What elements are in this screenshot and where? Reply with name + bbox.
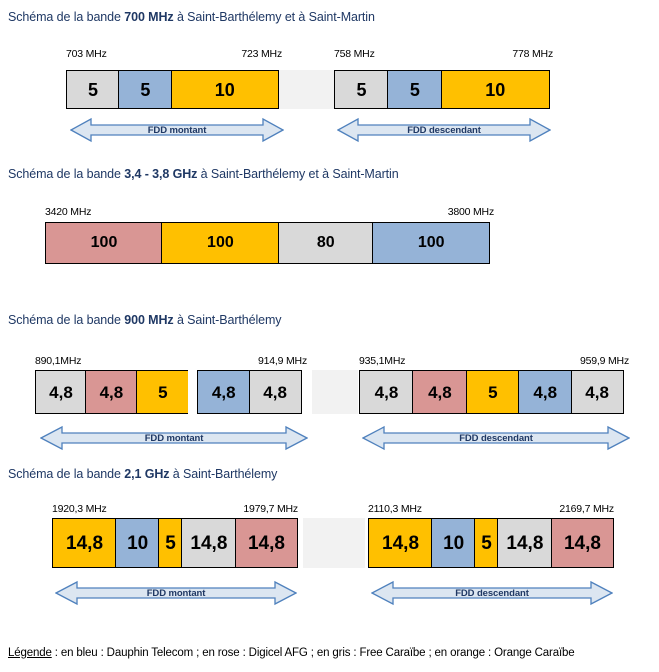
spectrum-block[interactable]: 14,8 bbox=[52, 518, 118, 568]
spectrum-block[interactable]: 80 bbox=[277, 222, 374, 264]
title-prefix: Schéma de la bande bbox=[8, 167, 125, 181]
spectrum-bar-2100-downlink: 14,8 10 5 14,8 14,8 bbox=[368, 518, 614, 568]
legend-text: : en bleu : Dauphin Telecom ; en rose : … bbox=[51, 647, 575, 659]
spectrum-bar-700-downlink: 5 5 10 bbox=[334, 70, 553, 109]
spectrum-block[interactable]: 14,8 bbox=[234, 518, 298, 568]
fdd-arrow-900-uplink: FDD montant bbox=[40, 425, 308, 451]
title-band: 700 MHz bbox=[124, 10, 174, 24]
spectrum-bar-2100-uplink: 14,8 10 5 14,8 14,8 bbox=[52, 518, 298, 568]
end-label-700-uplink: 723 MHz bbox=[241, 48, 282, 60]
spectrum-block[interactable]: 10 bbox=[115, 518, 160, 568]
spectrum-block[interactable]: 14,8 bbox=[497, 518, 553, 568]
start-label-900-downlink: 935,1MHz bbox=[359, 355, 406, 367]
spectrum-block[interactable]: 10 bbox=[170, 70, 279, 109]
start-label-2100-downlink: 2110,3 MHz bbox=[368, 503, 422, 515]
spectrum-block[interactable]: 14,8 bbox=[181, 518, 237, 568]
end-label-2100-downlink: 2169,7 MHz bbox=[559, 503, 614, 515]
spectrum-block[interactable]: 100 bbox=[161, 222, 280, 264]
spectrum-block[interactable]: 5 bbox=[158, 518, 183, 568]
spectrum-block[interactable]: 5 bbox=[135, 370, 190, 414]
spectrum-block[interactable]: 4,8 bbox=[197, 370, 251, 414]
spectrum-bar-3400-3800: 100 100 80 100 bbox=[45, 222, 495, 264]
spectrum-block[interactable]: 4,8 bbox=[570, 370, 624, 414]
start-label-2100-uplink: 1920,3 MHz bbox=[52, 503, 107, 515]
spectrum-block[interactable]: 100 bbox=[372, 222, 491, 264]
fdd-arrow-900-downlink: FDD descendant bbox=[362, 425, 630, 451]
legend: Légende : en bleu : Dauphin Telecom ; en… bbox=[8, 647, 575, 659]
fdd-arrow-700-uplink: FDD montant bbox=[70, 117, 284, 143]
title-band: 900 MHz bbox=[124, 313, 174, 327]
title-prefix: Schéma de la bande bbox=[8, 313, 125, 327]
start-label-3400: 3420 MHz bbox=[45, 206, 92, 218]
fdd-arrow-2100-uplink: FDD montant bbox=[55, 580, 297, 606]
spectrum-block[interactable]: 14,8 bbox=[368, 518, 434, 568]
start-label-700-uplink: 703 MHz bbox=[66, 48, 107, 60]
section-title-700: Schéma de la bande 700 MHz à Saint-Barth… bbox=[8, 10, 375, 24]
end-label-900-uplink: 914,9 MHz bbox=[258, 355, 307, 367]
spectrum-block[interactable]: 4,8 bbox=[248, 370, 302, 414]
title-suffix: à Saint-Barthélemy et à Saint-Martin bbox=[173, 10, 375, 24]
duplex-gap-900 bbox=[312, 370, 358, 414]
spectrum-block[interactable]: 5 bbox=[118, 70, 173, 109]
spectrum-block[interactable]: 4,8 bbox=[35, 370, 87, 414]
spectrum-block[interactable]: 5 bbox=[334, 70, 389, 109]
title-suffix: à Saint-Barthélemy et à Saint-Martin bbox=[197, 167, 399, 181]
spectrum-block[interactable]: 4,8 bbox=[518, 370, 573, 414]
duplex-gap-2100 bbox=[303, 518, 365, 568]
start-label-900-uplink: 890,1MHz bbox=[35, 355, 82, 367]
spectrum-block[interactable]: 4,8 bbox=[85, 370, 138, 414]
section-title-3400-3800: Schéma de la bande 3,4 - 3,8 GHz à Saint… bbox=[8, 167, 399, 181]
end-label-700-downlink: 778 MHz bbox=[512, 48, 553, 60]
title-band: 3,4 - 3,8 GHz bbox=[124, 167, 198, 181]
spectrum-block[interactable]: 5 bbox=[465, 370, 520, 414]
fdd-arrow-700-downlink: FDD descendant bbox=[337, 117, 551, 143]
end-label-2100-uplink: 1979,7 MHz bbox=[243, 503, 298, 515]
spectrum-block[interactable]: 5 bbox=[387, 70, 443, 109]
spectrum-block[interactable]: 4,8 bbox=[412, 370, 468, 414]
title-suffix: à Saint-Barthélemy bbox=[173, 313, 282, 327]
spectrum-block[interactable]: 10 bbox=[440, 70, 550, 109]
start-label-700-downlink: 758 MHz bbox=[334, 48, 375, 60]
section-title-2100: Schéma de la bande 2,1 GHz à Saint-Barth… bbox=[8, 467, 277, 481]
spectrum-block[interactable]: 10 bbox=[431, 518, 476, 568]
end-label-3800: 3800 MHz bbox=[447, 206, 494, 218]
title-suffix: à Saint-Barthélemy bbox=[169, 467, 278, 481]
spectrum-block[interactable]: 5 bbox=[474, 518, 499, 568]
title-prefix: Schéma de la bande bbox=[8, 10, 125, 24]
spectrum-block[interactable]: 14,8 bbox=[550, 518, 614, 568]
title-band: 2,1 GHz bbox=[124, 467, 170, 481]
spectrum-bar-700-uplink: 5 5 10 bbox=[66, 70, 282, 109]
section-title-900: Schéma de la bande 900 MHz à Saint-Barth… bbox=[8, 313, 282, 327]
spectrum-bar-900-downlink: 4,8 4,8 5 4,8 4,8 bbox=[359, 370, 630, 414]
spectrum-block[interactable]: 100 bbox=[45, 222, 163, 264]
end-label-900-downlink: 959,9 MHz bbox=[580, 355, 629, 367]
spectrum-block[interactable]: 5 bbox=[66, 70, 120, 109]
spectrum-block[interactable]: 4,8 bbox=[359, 370, 414, 414]
legend-label: Légende bbox=[8, 647, 52, 659]
spectrum-bar-900-uplink: 4,8 4,8 5 4,8 4,8 bbox=[35, 370, 308, 414]
fdd-arrow-2100-downlink: FDD descendant bbox=[371, 580, 613, 606]
duplex-gap-700 bbox=[270, 70, 336, 109]
title-prefix: Schéma de la bande bbox=[8, 467, 125, 481]
spectrum-block-empty bbox=[188, 370, 198, 414]
